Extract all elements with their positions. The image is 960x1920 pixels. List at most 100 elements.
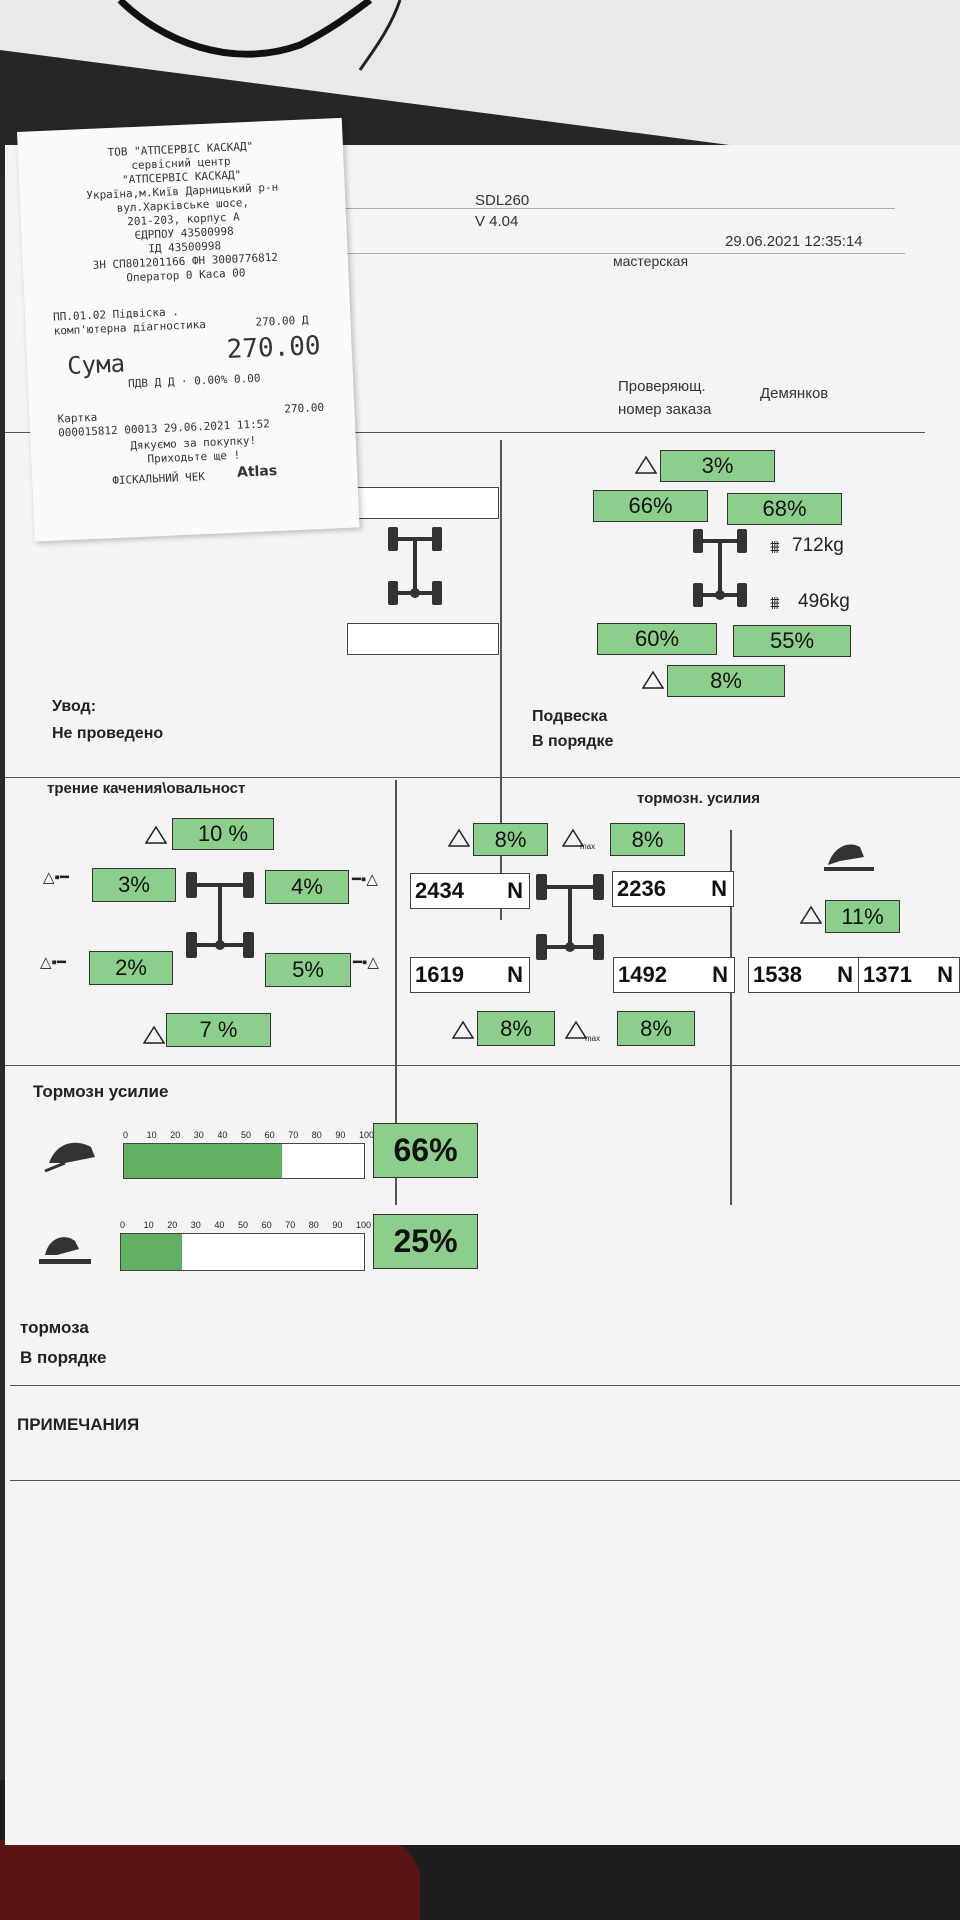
wheel-delta-icon: △▪━ (43, 869, 69, 886)
rolling-rear-left: 2% (89, 951, 173, 985)
receipt-item-price: 270.00 Д (255, 313, 309, 329)
brake-front-delta-max: 8% (610, 823, 685, 856)
force-value: 2434 (415, 878, 464, 903)
suspension-front-right: 68% (727, 493, 842, 525)
suspension-title: Подвеска (532, 708, 608, 725)
scale-tick-label: 70 (288, 1130, 299, 1140)
rear-axle-weight: 496kg (798, 591, 850, 612)
report-datetime: 29.06.2021 12:35:14 (725, 233, 863, 250)
axle-diagram-icon (693, 529, 747, 607)
divider (10, 1385, 960, 1386)
weight-icon: ⩩ (770, 537, 780, 557)
wheel-delta-icon: △▪━ (40, 954, 66, 971)
force-value: 1619 (415, 962, 464, 987)
max-subscript: max (580, 842, 596, 851)
max-subscript: max (585, 1034, 601, 1043)
rolling-resistance-title: трение качения\овальност (47, 780, 246, 797)
scale-tick-label: 10 (146, 1130, 157, 1140)
delta-icon (143, 1025, 165, 1044)
parking-left-force: 1538 N (748, 957, 860, 993)
force-value: 2236 (617, 876, 666, 901)
parking-brake-icon (824, 844, 874, 871)
scale-tick-label: 30 (193, 1130, 204, 1140)
delta-icon (452, 1020, 474, 1039)
axle-diagram-icon (388, 527, 442, 605)
parking-brake-bar (120, 1233, 365, 1271)
scale-tick-label: 100 (356, 1220, 372, 1230)
order-label: номер заказа (618, 401, 712, 418)
rolling-top-delta: 10 % (172, 818, 274, 850)
receipt-total-label: Сума (66, 349, 126, 381)
force-unit: N (507, 962, 523, 987)
service-brake-efficiency: 66% (373, 1123, 478, 1178)
suspension-bottom-delta: 8% (667, 665, 785, 697)
scale-tick-label: 40 (217, 1130, 228, 1140)
brake-front-left-force: 2434 N (410, 873, 530, 909)
receipt-fiscal: ФІСКАЛЬНИЙ ЧЕК (112, 470, 206, 488)
receipt-card-label: Картка (57, 410, 98, 426)
suspension-status: В порядке (532, 733, 614, 750)
scale-tick-label: 70 (285, 1220, 296, 1230)
force-unit: N (712, 962, 728, 987)
scale-tick-label: 80 (308, 1220, 319, 1230)
delta-icon (800, 905, 822, 924)
force-value: 1538 (753, 962, 802, 987)
brake-efficiency-title: Тормозн усилие (33, 1082, 169, 1101)
delta-icon (145, 825, 167, 844)
suspension-rear-left: 60% (597, 623, 717, 655)
parking-brake-icon (39, 1237, 91, 1264)
divider (5, 432, 925, 433)
parking-brake-bar-fill (121, 1234, 182, 1270)
scale-tick-label: 60 (264, 1130, 275, 1140)
alignment-title: Увод: (52, 698, 97, 715)
scale-tick-label: 90 (335, 1130, 346, 1140)
axle-diagram-icon (536, 874, 604, 960)
scale-tick-label: 20 (167, 1220, 178, 1230)
wheel-delta-icon: ━▪△ (353, 954, 379, 971)
scale-tick-label: 0 (120, 1220, 126, 1230)
service-brake-pedal-icon (44, 1142, 95, 1173)
red-object (0, 1840, 420, 1920)
service-brake-bar (123, 1143, 365, 1179)
receipt-vat: ПДВ Д Д · 0.00% 0.00 (127, 371, 261, 391)
brake-rear-right-force: 1492 N (613, 957, 735, 993)
model-name: SDL260 (475, 192, 530, 209)
weight-icon: ⩩ (770, 593, 780, 613)
scale-tick-label: 10 (143, 1220, 154, 1230)
force-value: 1371 (863, 962, 912, 987)
scale-tick-label: 50 (238, 1220, 249, 1230)
force-unit: N (837, 962, 853, 987)
header-line (315, 253, 905, 254)
software-version: V 4.04 (475, 213, 519, 230)
alignment-status: Не проведено (52, 725, 164, 742)
divider (5, 777, 960, 778)
fiscal-receipt: ТОВ "АТПСЕРВІС КАСКАД" сервісний центр "… (17, 117, 360, 542)
scale-tick-label: 80 (311, 1130, 322, 1140)
rolling-front-right: 4% (265, 870, 349, 904)
axle-diagram-icon (186, 872, 254, 958)
braking-forces-title: тормозн. усилия (637, 790, 761, 807)
force-unit: N (507, 878, 523, 903)
inspector-name: Демянков (760, 385, 829, 402)
force-unit: N (711, 876, 727, 901)
diagnostic-report-sheet: SDL260 V 4.04 29.06.2021 12:35:14 мастер… (5, 145, 960, 1845)
parking-brake-efficiency: 25% (373, 1214, 478, 1269)
scale-tick-label: 40 (214, 1220, 225, 1230)
delta-icon (635, 455, 657, 474)
scale-tick-label: 100 (359, 1130, 375, 1140)
brake-rear-delta-max: 8% (617, 1011, 695, 1046)
rolling-bottom-delta: 7 % (166, 1013, 271, 1047)
brake-front-right-force: 2236 N (612, 871, 734, 907)
brake-rear-left-force: 1619 N (410, 957, 530, 993)
suspension-front-left: 66% (593, 490, 708, 522)
scale-tick-label: 30 (190, 1220, 201, 1230)
scale-tick-label: 20 (170, 1130, 181, 1140)
workshop-name: мастерская (613, 253, 689, 269)
suspension-rear-right: 55% (733, 625, 851, 657)
notes-title: ПРИМЕЧАНИЯ (17, 1415, 140, 1434)
receipt-total-value: 270.00 (226, 330, 322, 366)
front-axle-weight: 712kg (792, 535, 844, 556)
receipt-card-value: 270.00 (284, 400, 325, 416)
divider (500, 440, 502, 920)
